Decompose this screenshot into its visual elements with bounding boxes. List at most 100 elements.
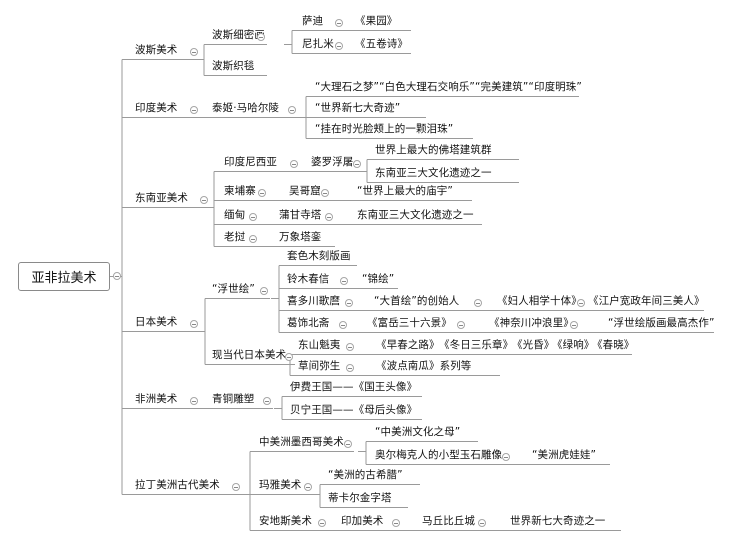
latam-maya[interactable]: 玛雅美术 — [259, 479, 302, 491]
persia-carpet[interactable]: 波斯织毯 — [212, 60, 255, 72]
latam-andes[interactable]: 安地斯美术 — [259, 515, 312, 527]
latam-tikal[interactable]: 蒂卡尔金字塔 — [328, 492, 392, 504]
sea-borobudur-1[interactable]: 世界上最大的佛塔建筑群 — [375, 144, 492, 156]
collapse-toggle-icon[interactable] — [190, 48, 198, 56]
japan-kaii-work-5[interactable]: 《春晓》 — [592, 339, 635, 351]
sea-borobudur[interactable]: 婆罗浮屠 — [311, 156, 354, 168]
persia-nizami[interactable]: 尼扎米 — [302, 38, 334, 50]
collapse-toggle-icon[interactable] — [345, 299, 353, 307]
collapse-toggle-icon[interactable] — [478, 519, 486, 527]
latam-olmec-quote[interactable]: “美洲虎娃娃” — [532, 449, 597, 461]
latam-machu-quote[interactable]: 世界新七大奇迹之一 — [510, 515, 606, 527]
root-node[interactable]: 亚非拉美术 — [18, 262, 110, 291]
collapse-toggle-icon[interactable] — [335, 42, 343, 50]
japan-woodblock[interactable]: 套色木刻版画 — [287, 250, 351, 262]
collapse-toggle-icon[interactable] — [258, 189, 266, 197]
sea-angkor-quote[interactable]: “世界上最大的庙宇” — [357, 185, 453, 197]
japan-kusama-work[interactable]: 《波点南瓜》系列等 — [376, 360, 472, 372]
india-quote-3[interactable]: “挂在时光脸颊上的一颗泪珠” — [315, 123, 454, 135]
sea-indonesia[interactable]: 印度尼西亚 — [224, 156, 277, 168]
japan-kaii-work-3[interactable]: 《光昏》 — [512, 339, 555, 351]
japan-hokusai-work-2[interactable]: 《神奈川冲浪里》 — [489, 317, 574, 329]
sea-pagoda[interactable]: 万象塔銮 — [279, 231, 322, 243]
collapse-toggle-icon[interactable] — [346, 343, 354, 351]
japan-harunobu-quote[interactable]: “锦绘” — [362, 273, 395, 285]
persia-miniature[interactable]: 波斯细密画 — [212, 29, 265, 41]
collapse-toggle-icon[interactable] — [335, 19, 343, 27]
collapse-toggle-icon[interactable] — [304, 483, 312, 491]
latam-meso[interactable]: 中美洲墨西哥美术 — [259, 436, 344, 448]
latam-inca[interactable]: 印加美术 — [341, 515, 384, 527]
latam-maya-quote[interactable]: “美洲的古希腊” — [328, 469, 403, 481]
latam-machu[interactable]: 马丘比丘城 — [422, 515, 475, 527]
collapse-toggle-icon[interactable] — [392, 519, 400, 527]
japan-kusama[interactable]: 草间弥生 — [298, 360, 341, 372]
japan-kaii-work-2[interactable]: 《冬日三乐章》 — [439, 339, 514, 351]
japan-ukiyoe[interactable]: “浮世绘” — [212, 283, 255, 295]
sea-cambodia[interactable]: 柬埔寨 — [224, 185, 256, 197]
collapse-toggle-icon[interactable] — [288, 106, 296, 114]
collapse-toggle-icon[interactable] — [577, 299, 585, 307]
japan-hokusai[interactable]: 葛饰北斋 — [287, 317, 330, 329]
collapse-toggle-icon[interactable] — [290, 160, 298, 168]
collapse-toggle-icon[interactable] — [113, 272, 121, 280]
collapse-toggle-icon[interactable] — [263, 397, 271, 405]
branch-japan[interactable]: 日本美术 — [135, 316, 178, 328]
japan-hokusai-work-1[interactable]: 《富岳三十六景》 — [367, 317, 452, 329]
india-quote-1[interactable]: “大理石之梦”“白色大理石交响乐”“完美建筑”“印度明珠” — [315, 81, 582, 93]
collapse-toggle-icon[interactable] — [249, 213, 257, 221]
collapse-toggle-icon[interactable] — [249, 235, 257, 243]
branch-india[interactable]: 印度美术 — [135, 102, 178, 114]
sea-bagan-quote[interactable]: 东南亚三大文化遗迹之一 — [357, 209, 474, 221]
japan-utamaro[interactable]: 喜多川歌麿 — [287, 295, 340, 307]
persia-sadi[interactable]: 萨迪 — [302, 15, 324, 27]
latam-olmec[interactable]: 奥尔梅克人的小型玉石雕像 — [375, 449, 503, 461]
sea-angkor[interactable]: 吴哥窟 — [289, 185, 321, 197]
collapse-toggle-icon[interactable] — [457, 321, 465, 329]
collapse-toggle-icon[interactable] — [353, 160, 361, 168]
branch-africa[interactable]: 非洲美术 — [135, 393, 178, 405]
collapse-toggle-icon[interactable] — [190, 106, 198, 114]
japan-utamaro-quote[interactable]: “大首绘”的创始人 — [374, 295, 460, 307]
branch-southeast-asia[interactable]: 东南亚美术 — [135, 192, 188, 204]
collapse-toggle-icon[interactable] — [190, 320, 198, 328]
collapse-toggle-icon[interactable] — [321, 189, 329, 197]
collapse-toggle-icon[interactable] — [260, 287, 268, 295]
collapse-toggle-icon[interactable] — [340, 277, 348, 285]
africa-bronze[interactable]: 青铜雕塑 — [212, 393, 255, 405]
collapse-toggle-icon[interactable] — [339, 321, 347, 329]
branch-persia[interactable]: 波斯美术 — [135, 44, 178, 56]
collapse-toggle-icon[interactable] — [502, 453, 510, 461]
collapse-toggle-icon[interactable] — [232, 483, 240, 491]
branch-latin-america[interactable]: 拉丁美洲古代美术 — [135, 479, 220, 491]
collapse-toggle-icon[interactable] — [570, 321, 578, 329]
collapse-toggle-icon[interactable] — [474, 299, 482, 307]
sea-bagan[interactable]: 蒲甘寺塔 — [279, 209, 322, 221]
japan-utamaro-work-2[interactable]: 《江户宽政年间三美人》 — [588, 295, 705, 307]
collapse-toggle-icon[interactable] — [346, 364, 354, 372]
japan-kaii[interactable]: 东山魁夷 — [298, 339, 341, 351]
india-taj[interactable]: 泰姬·马哈尔陵 — [212, 102, 280, 114]
japan-harunobu[interactable]: 铃木春信 — [287, 273, 330, 285]
sea-borobudur-2[interactable]: 东南亚三大文化遗迹之一 — [375, 167, 492, 179]
japan-modern[interactable]: 现当代日本美术 — [212, 349, 287, 361]
sea-laos[interactable]: 老挝 — [224, 231, 246, 243]
collapse-toggle-icon[interactable] — [257, 33, 265, 41]
africa-benin[interactable]: 贝宁王国——《母后头像》 — [290, 404, 418, 416]
persia-sadi-work[interactable]: 《果园》 — [355, 15, 398, 27]
japan-kaii-work-1[interactable]: 《早春之路》 — [376, 339, 440, 351]
collapse-toggle-icon[interactable] — [190, 397, 198, 405]
sea-myanmar[interactable]: 缅甸 — [224, 209, 246, 221]
collapse-toggle-icon[interactable] — [325, 213, 333, 221]
latam-meso-quote[interactable]: “中美洲文化之母” — [375, 426, 461, 438]
collapse-toggle-icon[interactable] — [344, 440, 352, 448]
japan-utamaro-work-1[interactable]: 《妇人相学十体》 — [497, 295, 582, 307]
africa-ife[interactable]: 伊费王国——《国王头像》 — [290, 381, 418, 393]
persia-nizami-work[interactable]: 《五卷诗》 — [355, 38, 408, 50]
collapse-toggle-icon[interactable] — [200, 196, 208, 204]
japan-kaii-work-4[interactable]: 《绿响》 — [552, 339, 595, 351]
collapse-toggle-icon[interactable] — [285, 353, 293, 361]
india-quote-2[interactable]: “世界新七大奇迹” — [315, 102, 401, 114]
japan-hokusai-quote[interactable]: “浮世绘版画最高杰作” — [608, 317, 715, 329]
collapse-toggle-icon[interactable] — [318, 519, 326, 527]
